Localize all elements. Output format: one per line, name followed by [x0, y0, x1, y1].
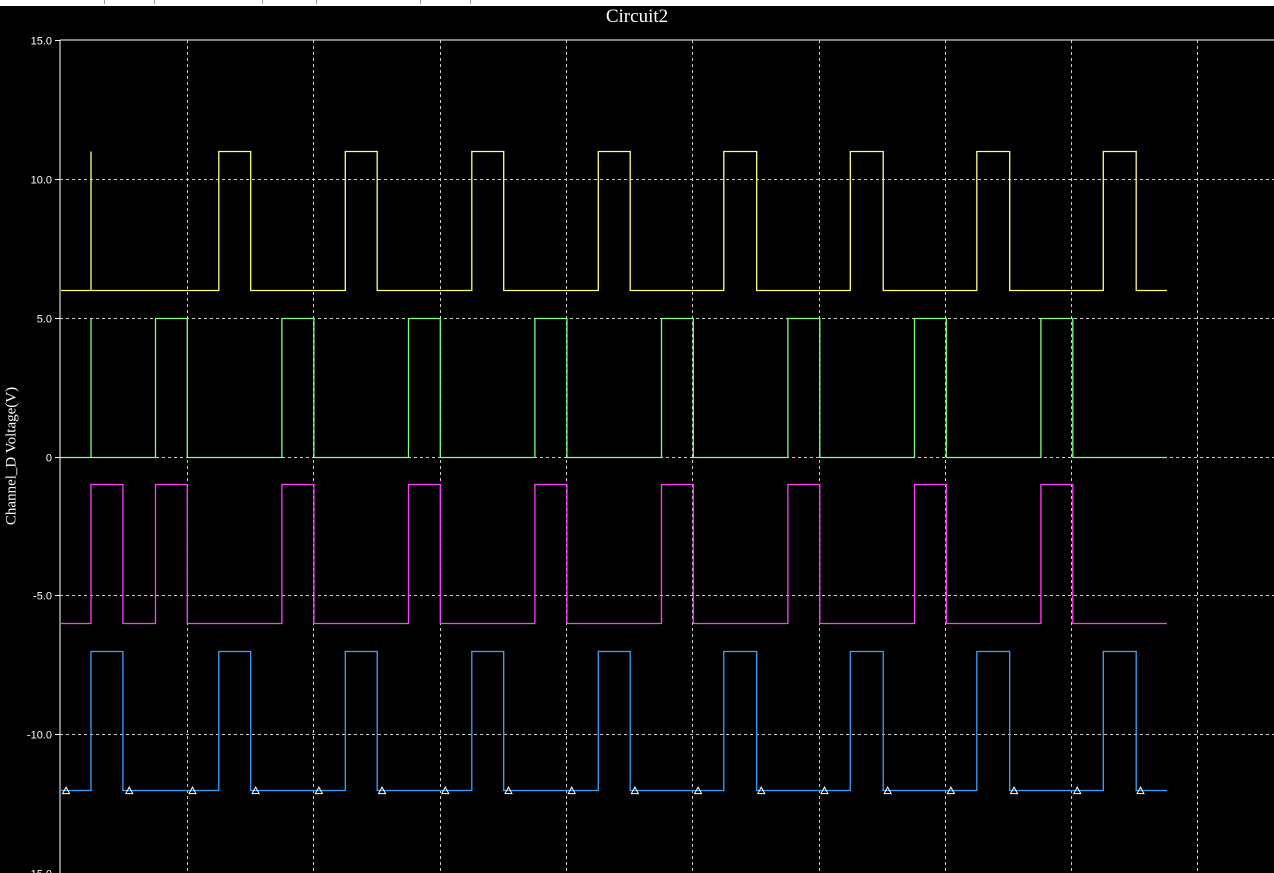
marker-triangle — [820, 786, 829, 795]
menu-strip-divider — [0, 0, 105, 4]
marker-triangle — [567, 786, 576, 795]
marker-triangle — [440, 786, 450, 795]
menu-strip-divider — [154, 0, 263, 4]
y-tick-label: -15.0 — [27, 869, 52, 873]
marker-triangle — [693, 786, 703, 795]
series-line-2 — [61, 317, 1167, 459]
marker-triangle — [188, 786, 197, 795]
menu-strip-divider — [316, 0, 421, 4]
chart-title: Circuit2 — [605, 6, 669, 27]
series-line-4 — [61, 650, 1167, 792]
marker-triangle — [1072, 786, 1082, 795]
y-tick-label: 10.0 — [31, 175, 52, 187]
y-tick-label: -10.0 — [27, 730, 52, 742]
y-tick-label: -5.0 — [33, 591, 52, 603]
marker-triangle — [377, 786, 387, 795]
series-line-3 — [61, 483, 1167, 625]
menu-strip-divider — [420, 0, 471, 4]
marker-triangle — [251, 786, 260, 795]
marker-triangle — [630, 786, 640, 795]
menu-strip — [0, 0, 1274, 6]
y-tick-label: 15.0 — [31, 36, 52, 48]
marker-triangle — [756, 786, 766, 795]
marker-triangle — [946, 786, 956, 795]
marker-triangle — [314, 786, 324, 795]
marker-triangle — [61, 786, 71, 795]
y-tick-label: 0 — [46, 453, 52, 465]
marker-triangle — [883, 786, 892, 795]
marker-triangle — [124, 786, 134, 795]
series-line-1 — [61, 150, 1167, 292]
menu-strip-divider — [104, 0, 155, 4]
y-tick-label: 5.0 — [37, 314, 52, 326]
menu-strip-divider — [262, 0, 317, 4]
marker-triangle — [1136, 786, 1145, 795]
marker-triangle — [504, 786, 513, 795]
marker-triangle — [1009, 786, 1019, 795]
